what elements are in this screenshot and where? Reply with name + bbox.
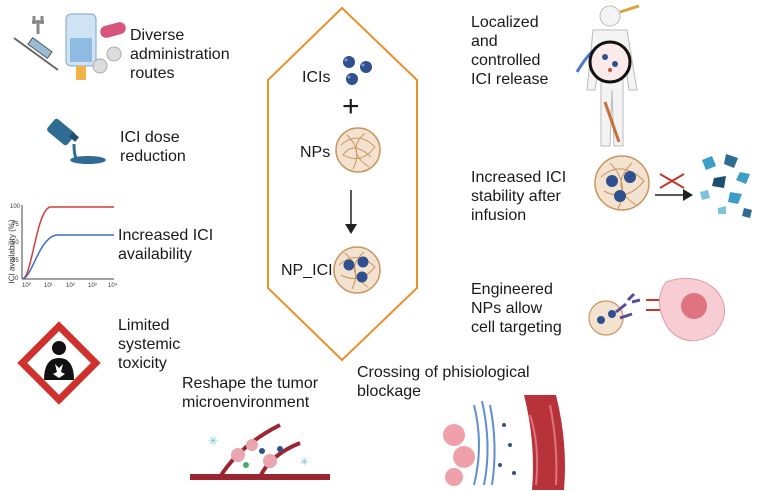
tumor-microenvironment-text: Reshape the tumor microenvironment	[182, 375, 319, 411]
arrow-down-icon	[345, 190, 357, 234]
dose-reduction-text: ICI dose reduction	[120, 129, 186, 165]
degraded-fragments-icon	[700, 154, 752, 218]
xtick-0: 10⁰	[22, 283, 32, 289]
ytick-100: 100	[10, 204, 21, 210]
availability-text: Increased ICI availability	[118, 227, 214, 263]
xtick-1: 10¹	[44, 283, 53, 289]
np-ici-conjugate-icon	[333, 246, 381, 294]
stability-text: Increased ICI stability after infusion	[471, 169, 567, 224]
xtick-3: 10³	[88, 283, 97, 289]
availability-mini-chart	[21, 205, 114, 280]
blocked-cross-icon	[659, 173, 685, 189]
ici-molecules-icon	[343, 56, 372, 85]
nanoparticle-icon	[335, 127, 381, 173]
tumor-microenvironment-icon: ✳ ✳	[190, 423, 330, 480]
np-stability-icon	[594, 155, 650, 211]
dose-bottle-icon	[47, 118, 106, 164]
human-body-icon	[575, 4, 640, 147]
cell-targeting-icon	[588, 277, 725, 342]
np-ici-label: NP_ICI	[281, 262, 333, 279]
nps-label: NPs	[300, 144, 331, 161]
ytick-50: 50	[12, 240, 19, 246]
arrow-right-icon	[655, 189, 693, 201]
localized-release-text: Localized and controlled ICI release	[471, 14, 549, 88]
physiological-barrier-icon	[443, 395, 565, 490]
administration-routes-text: Diverse administration routes	[130, 27, 230, 82]
ytick-25: 25	[12, 258, 19, 264]
svg-text:✳: ✳	[208, 434, 218, 448]
targeting-text: Engineered NPs allow cell targeting	[471, 281, 562, 336]
xtick-4: 10⁴	[108, 283, 118, 289]
xtick-2: 10²	[66, 283, 75, 289]
administration-routes-icon	[13, 13, 126, 80]
svg-text:✳: ✳	[300, 457, 308, 468]
health-hazard-icon	[17, 321, 101, 405]
ytick-0: 0	[15, 276, 19, 282]
toxicity-text: Limited systemic toxicity	[118, 317, 181, 372]
icis-label: ICIs	[302, 69, 331, 86]
crossing-blockage-text: Crossing of phisiological blockage	[357, 364, 530, 400]
plus-symbol: +	[342, 90, 360, 123]
ytick-75: 75	[12, 222, 19, 228]
